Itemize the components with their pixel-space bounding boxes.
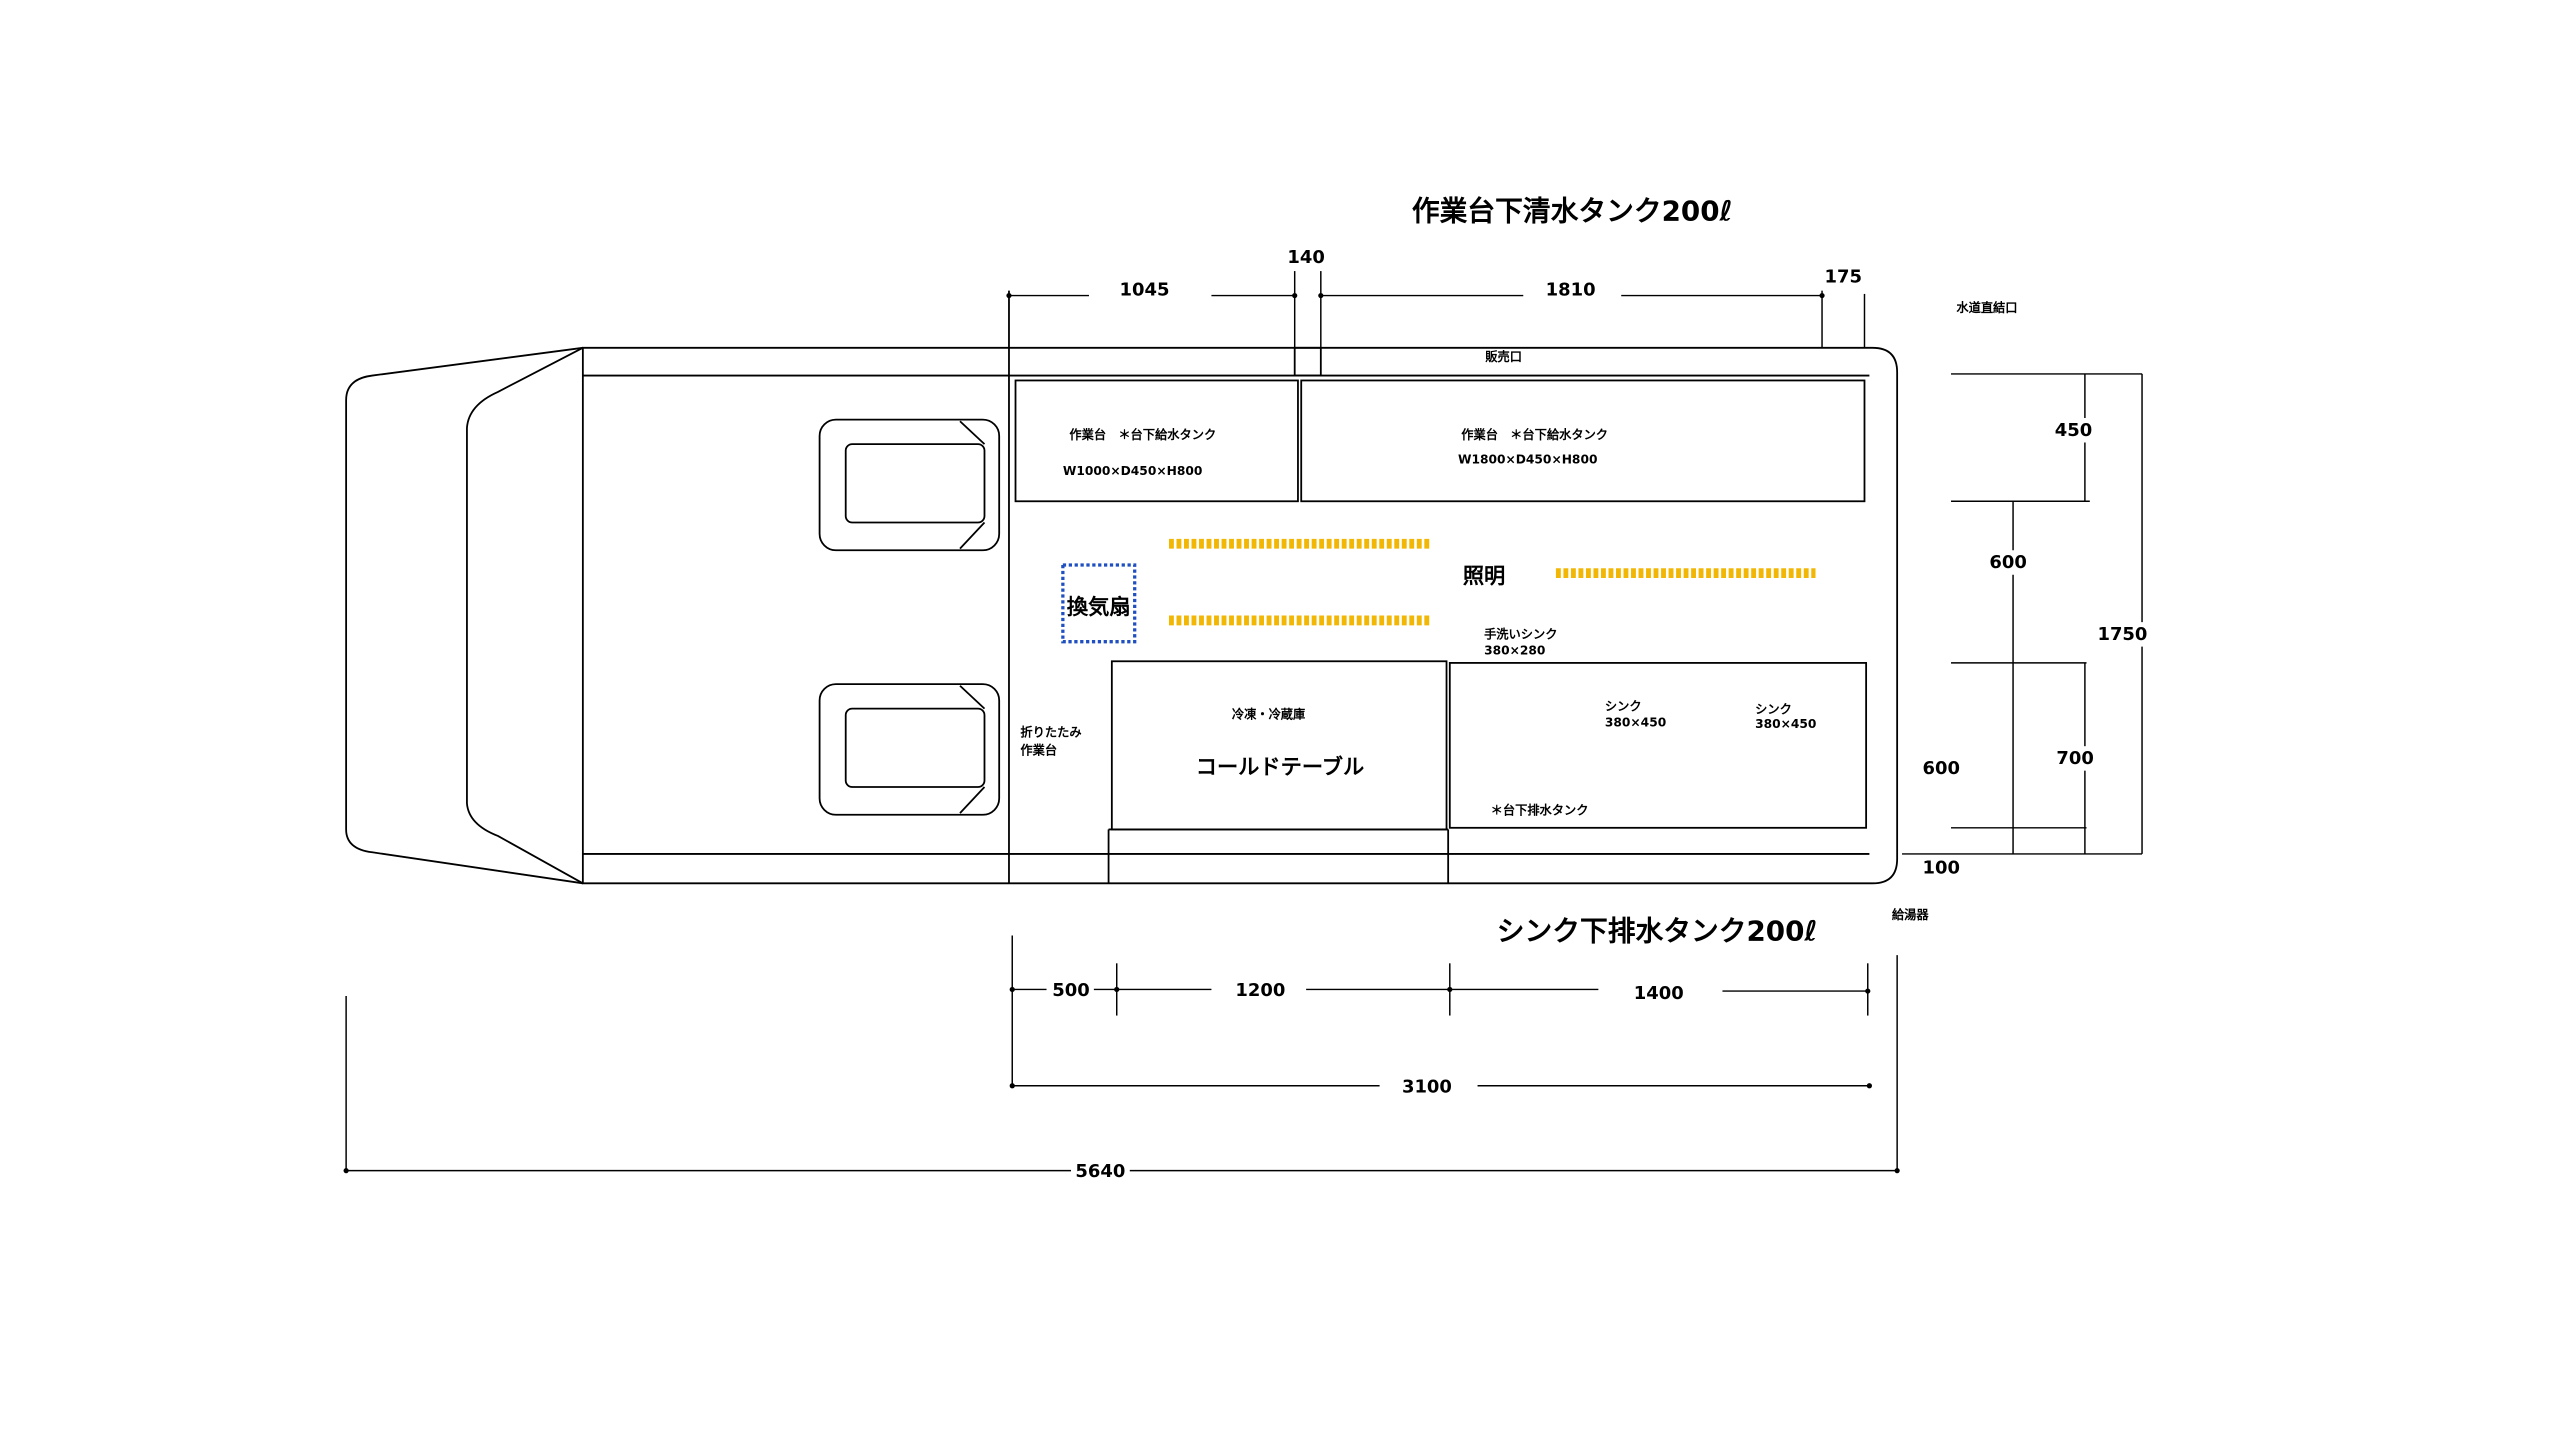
seat-cushion — [844, 707, 986, 788]
counter-right-box — [1300, 379, 1866, 503]
lighting: 照明 — [1168, 538, 1816, 626]
seat-cushion — [844, 443, 986, 524]
sales-window-label: 販売口 — [1485, 349, 1522, 364]
lighting-label: 照明 — [1463, 564, 1505, 589]
sink-counter-box — [1448, 662, 1868, 829]
sink-2-label: シンク — [1755, 703, 1792, 717]
fresh-water-tank-title: 作業台下清水タンク200ℓ — [1412, 194, 1733, 227]
counter-left-label: 作業台 ＊台下給水タンク — [1069, 427, 1216, 442]
seat-bolster-line — [959, 786, 986, 814]
dimension-end-dot — [1865, 988, 1871, 994]
dimension-end-dot — [1819, 292, 1825, 299]
vehicle-outline — [345, 290, 1899, 885]
waste-water-tank-title: シンク下排水タンク200ℓ — [1497, 914, 1818, 947]
right-dimensions: 450 600 1750 700 600 100 — [1902, 373, 2147, 879]
vent-fan: 換気扇 — [1061, 563, 1137, 644]
dimension-end-dot — [1318, 292, 1324, 299]
counter-right-label: 作業台 ＊台下給水タンク — [1461, 427, 1608, 442]
dim-cold-table: 1200 — [1235, 980, 1285, 1001]
sink-1-label: シンク — [1605, 699, 1642, 713]
folding-table-label: 折りたたみ — [1020, 724, 1081, 739]
dim-vehicle-length: 5640 — [1075, 1161, 1125, 1182]
top-dimensions: 1045 140 1810 175 — [1006, 247, 1866, 348]
cold-table: 冷凍・冷蔵庫 コールドテーブル — [1107, 660, 1450, 884]
seat-bolster-line — [959, 521, 986, 550]
dimension-end-dot — [1292, 292, 1298, 299]
vent-fan-label: 換気扇 — [1067, 594, 1131, 620]
dim-window-to-front: 1810 — [1546, 280, 1596, 301]
hand-sink: 手洗いシンク 380×280 — [1484, 626, 1557, 657]
dim-sink-depth: 700 — [2056, 748, 2093, 769]
dimension-end-dot — [1009, 1083, 1015, 1089]
dim-folding-table: 500 — [1052, 980, 1089, 1001]
dimension-end-dot — [343, 1168, 349, 1174]
dimension-end-dot — [1114, 986, 1120, 993]
counter-left-box — [1014, 379, 1299, 503]
seat-passenger — [818, 683, 1001, 816]
body-outline — [581, 346, 1899, 885]
cab-outer-outline — [345, 346, 583, 885]
vent-fan-box — [1061, 563, 1137, 644]
dim-sink-side: 600 — [1922, 758, 1959, 779]
seat-driver — [818, 418, 1001, 552]
counter-left-size: W1000×D450×H800 — [1063, 464, 1203, 478]
dim-rear-to-window: 1045 — [1120, 280, 1170, 301]
dim-window: 140 — [1287, 247, 1324, 268]
sales-window — [1293, 346, 1322, 377]
dimension-end-dot — [1009, 986, 1015, 993]
dimension-end-dot — [1866, 1083, 1872, 1089]
dim-end: 175 — [1825, 266, 1862, 287]
sink-1-size: 380×450 — [1605, 716, 1666, 730]
seat-outer — [818, 683, 1001, 816]
folding-table: 折りたたみ 作業台 — [1020, 724, 1081, 757]
counter-right: 作業台 ＊台下給水タンク W1800×D450×H800 — [1300, 379, 1866, 503]
seat-bolster-line — [959, 420, 986, 445]
dim-kitchen-length: 3100 — [1402, 1076, 1452, 1097]
sink-2-size: 380×450 — [1755, 717, 1816, 731]
folding-table-label: 作業台 — [1020, 742, 1057, 757]
sink-counter: シンク 380×450 シンク 380×450 ＊台下排水タンク — [1448, 662, 1868, 829]
cold-table-type: 冷凍・冷蔵庫 — [1232, 706, 1305, 721]
dim-counter-depth: 450 — [2055, 420, 2092, 441]
hand-sink-size: 380×280 — [1484, 644, 1545, 658]
seat-outer — [818, 418, 1001, 552]
dim-sink: 1400 — [1634, 983, 1684, 1004]
dim-total-width: 1750 — [2097, 624, 2147, 645]
counter-right-size: W1800×D450×H800 — [1458, 453, 1598, 467]
bottom-dimensions: 500 1200 1400 3100 5640 — [343, 935, 1900, 1182]
water-heater-label: 給湯器 — [1892, 907, 1929, 922]
water-inlet-label: 水道直結口 — [1956, 300, 2017, 315]
dim-edge: 100 — [1922, 858, 1959, 879]
seat-bolster-line — [959, 685, 986, 710]
cold-table-label: コールドテーブル — [1196, 754, 1364, 780]
drain-tank-label: ＊台下排水タンク — [1491, 803, 1589, 818]
dimension-end-dot — [1894, 1168, 1900, 1174]
dimension-end-dot — [1447, 986, 1453, 993]
dimension-end-dot — [1006, 292, 1012, 299]
cab-inner-outline — [466, 347, 584, 885]
dim-aisle: 600 — [1989, 552, 2026, 573]
counter-left: 作業台 ＊台下給水タンク W1000×D450×H800 — [1014, 379, 1299, 503]
cold-table-box — [1110, 660, 1448, 831]
hand-sink-label: 手洗いシンク — [1484, 626, 1557, 641]
